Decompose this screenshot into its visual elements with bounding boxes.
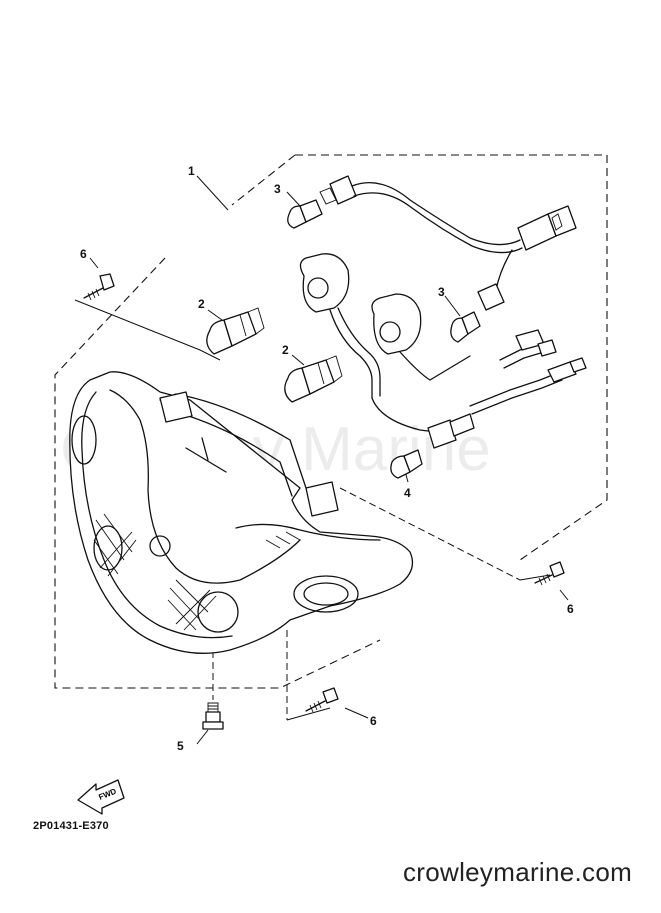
callout-2-upper: 2: [198, 297, 205, 311]
headlight-housing: [69, 371, 414, 654]
callout-3-left: 3: [274, 182, 281, 196]
assembly-boundary: [54, 154, 608, 689]
callout-2-lower: 2: [282, 343, 289, 357]
callout-4: 4: [404, 486, 411, 500]
callout-6-bottom: 6: [370, 714, 377, 728]
bulb-2-lower: [284, 355, 343, 403]
callouts: 1 3 3 2 2 4 6 6 6 5: [80, 164, 574, 753]
bulb-2-upper: [206, 307, 265, 355]
connector-leads: [371, 329, 587, 433]
screw-6-right: [534, 561, 565, 586]
socket-bulb-4: [390, 413, 475, 479]
bulb-3-right: [450, 311, 481, 343]
bulb-3-left: [287, 199, 323, 229]
fwd-arrow-icon: FWD: [77, 779, 125, 815]
part-code: 2P01431-E370: [33, 820, 109, 832]
callout-3-right: 3: [438, 285, 445, 299]
screw-6-bottom: [305, 687, 339, 713]
screw-6-left: [83, 273, 115, 301]
site-url: crowleymarine.com: [403, 857, 633, 887]
callout-1: 1: [188, 164, 195, 178]
callout-6-right: 6: [567, 602, 574, 616]
callout-5: 5: [177, 739, 184, 753]
callout-6-left: 6: [80, 247, 87, 261]
bolt-5: [202, 702, 224, 730]
wiring-harness: [299, 175, 577, 399]
